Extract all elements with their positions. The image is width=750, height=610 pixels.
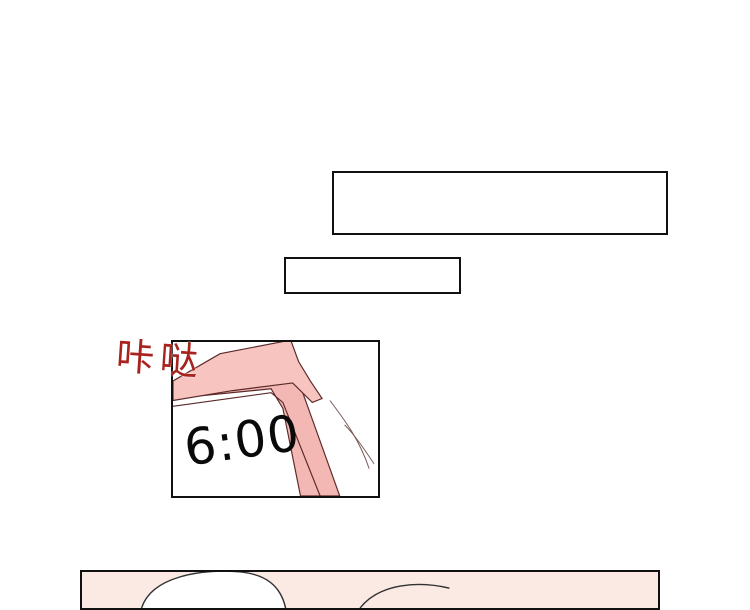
bottom-panel-illustration: [140, 572, 450, 608]
caption-box-small: [284, 257, 461, 294]
clock-time-display: 6:00: [180, 403, 304, 478]
comic-page: 6:00 咔哒: [80, 171, 668, 610]
clock-panel: 6:00: [171, 340, 380, 498]
bottom-panel: [80, 570, 660, 610]
phone-clock-illustration: [173, 342, 375, 496]
caption-box-large: [332, 171, 668, 235]
sound-effect-text: 咔哒: [114, 333, 206, 385]
